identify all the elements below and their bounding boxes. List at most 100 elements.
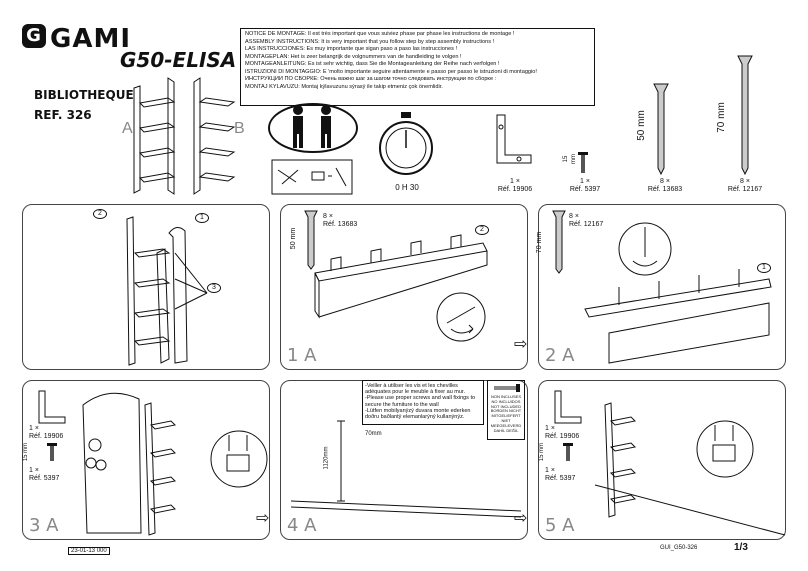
step-4a-offset-dim: 70mm [365,431,382,437]
step-2b-illustration [584,222,772,364]
assembly-notice-box: NOTICE DE MONTAGE: Il est très important… [240,28,595,106]
step-2a-callout-2: 2 [475,225,489,235]
tools-icon [271,159,353,195]
step-3a-ref-2: Réf. 5397 [29,475,60,482]
two-persons-icon [268,103,358,153]
step-2a-screw-icon [304,210,318,270]
step-1a-callout-1: 1 [195,213,209,223]
hardware-13683: 8 ×Réf. 13683 [645,178,685,194]
variant-b-label: B [234,120,245,137]
small-screw-icon [578,152,588,173]
wall-fixing-warning: -Veiller à utiliser les vis et les chevi… [362,380,484,425]
hardware-5397: 1 ×Réf. 5397 [565,178,605,194]
warning-line-fr: -Veiller à utiliser les vis et les chevi… [365,383,465,396]
step-2b-ref: Réf. 12167 [569,221,604,228]
step-1a-panel: 2 1 3 [22,204,270,370]
step-2b-screw-icon [552,210,566,274]
hardware-13683-size: 50 mm [635,110,647,141]
step-3a-hardware-1: 1 ×Réf. 19906 [29,425,63,441]
step-arrow-4-icon: ⇨ [514,510,528,527]
step-arrow-icon: ⇨ [514,336,528,353]
not-included-text: NON INCLUSES NO INCLUIDOS NOT INCLUDED B… [490,394,522,433]
brand-name: GAMI [50,24,132,54]
step-3a-bracket-icon [38,390,66,424]
step-5a-qty-1: 1 × [545,425,555,432]
date-stamp: 23-01-13 000 [68,547,110,555]
step-3a-ref-1: Réf. 19906 [29,433,64,440]
model-name: G50-ELISA [120,48,237,72]
assembly-time: 0 H 30 [395,183,419,192]
step-2b-screw-size: 70 mm [536,231,544,254]
hardware-5397-qty: 1 × [580,178,590,185]
warning-line-tr: -Lütfen mobilyanýzý duvara monte ederken… [365,407,471,421]
gami-logo-icon: G [22,24,46,48]
step-5a-ref-2: Réf. 5397 [545,475,576,482]
notice-line-tr: MONTAJ KYLAVUZU: Montaj kýlavuzunu sýras… [245,83,443,90]
step-3a-screw-icon [47,443,57,461]
step-1a-label: 1 A [287,345,317,366]
hardware-12167-qty: 8 × [740,178,750,185]
notice-line-en: ASSEMBLY INSTRUCTIONS: It is very import… [245,38,495,45]
step-5a-ref-1: Réf. 19906 [545,433,580,440]
step-2a-ref: Réf. 13683 [323,221,358,228]
stopwatch-icon [379,112,433,175]
angle-bracket-icon [496,114,532,164]
notice-line-ru: ИНСТРУКЦИИ ПО СБОРКЕ: Очень важно шаг за… [245,76,497,82]
step-5a-label: 5 A [545,515,575,536]
step-5a-hardware-1: 1 ×Réf. 19906 [545,425,579,441]
step-2a-hardware: 8 ×Réf. 13683 [323,213,357,229]
step-3a-label: 3 A [29,515,59,536]
step-5a-screw-size: 15 mm [539,442,546,462]
step-2b-qty: 8 × [569,213,579,220]
step-2a-label: 2 A [545,345,575,366]
hardware-12167: 8 ×Réf. 12167 [725,178,765,194]
step-3a-screw-size: 15 mm [23,442,30,462]
step-5a-illustration [594,402,786,536]
step-2a-qty: 8 × [323,213,333,220]
step-5a-panel: 1 ×Réf. 19906 15 mm 1 ×Réf. 5397 5 A [538,380,786,540]
step-2a-panel-b: 70 mm 8 ×Réf. 12167 1 2 A [536,204,786,370]
step-3a-panel: 1 ×Réf. 19906 15 mm 1 ×Réf. 5397 3 A [22,380,270,540]
step-1a-callout-2: 2 [93,209,107,219]
step-2a-illustration [314,234,488,342]
step-4a-label: 4 A [287,515,317,536]
date-stamp-value: 23-01-13 [71,548,96,554]
step-2b-hardware: 8 ×Réf. 12167 [569,213,603,229]
product-name: BIBLIOTHEQUE [34,88,134,102]
step-3a-hardware-2: 1 ×Réf. 5397 [29,467,59,483]
step-4a-panel: 1120mm 70mm 4 A [280,380,528,540]
document-reference: GUI_G50-326 [660,545,698,551]
wall-plug-icon [494,384,520,392]
hardware-13683-ref: Réf. 13683 [647,186,683,193]
step-1a-callout-3: 3 [207,283,221,293]
hardware-13683-qty: 8 × [660,178,670,185]
step-5a-hardware-2: 1 ×Réf. 5397 [545,467,575,483]
notice-line-de: MONTAGEANLEITUNG: Es ist sehr wichtig, d… [245,61,500,67]
hardware-12167-ref: Réf. 12167 [727,186,763,193]
hardware-5397-size: 15 mm [563,154,577,164]
hardware-12167-size: 70 mm [715,102,727,133]
warning-line-en: -Please use proper screws and wall fixin… [365,395,476,408]
step-4a-illustration [290,420,522,518]
notice-line-es: LAS INSTRUCCIONES: Es muy importante que… [245,46,458,52]
step-4a-height-dim: 1120mm [323,446,330,470]
notice-line-fr: NOTICE DE MONTAGE: Il est très important… [245,31,515,37]
product-reference: REF. 326 [34,108,92,122]
screw-50mm-icon [653,83,669,176]
step-3a-illustration [82,392,268,536]
step-5a-screw-icon [563,443,573,461]
step-3a-qty-2: 1 × [29,467,39,474]
not-included-box: NON INCLUSES NO INCLUIDOS NOT INCLUDED B… [487,380,525,440]
step-2a-panel-a: 50 mm 8 ×Réf. 13683 2 1 A [280,204,528,370]
step-5a-qty-2: 1 × [545,467,555,474]
screw-70mm-icon [737,55,753,176]
hardware-5397-ref: Réf. 5397 [569,186,601,193]
notice-line-it: ISTRUZIONI DI MONTAGGIO: E 'molto import… [245,68,537,75]
step-2a-screw-size: 50 mm [290,227,298,250]
step-3a-qty-1: 1 × [29,425,39,432]
hardware-19906-ref: Réf. 19906 [497,186,533,193]
step-1a-illustration [126,216,208,366]
step-5a-bracket-icon [554,390,582,424]
hardware-19906-qty: 1 × [510,178,520,185]
